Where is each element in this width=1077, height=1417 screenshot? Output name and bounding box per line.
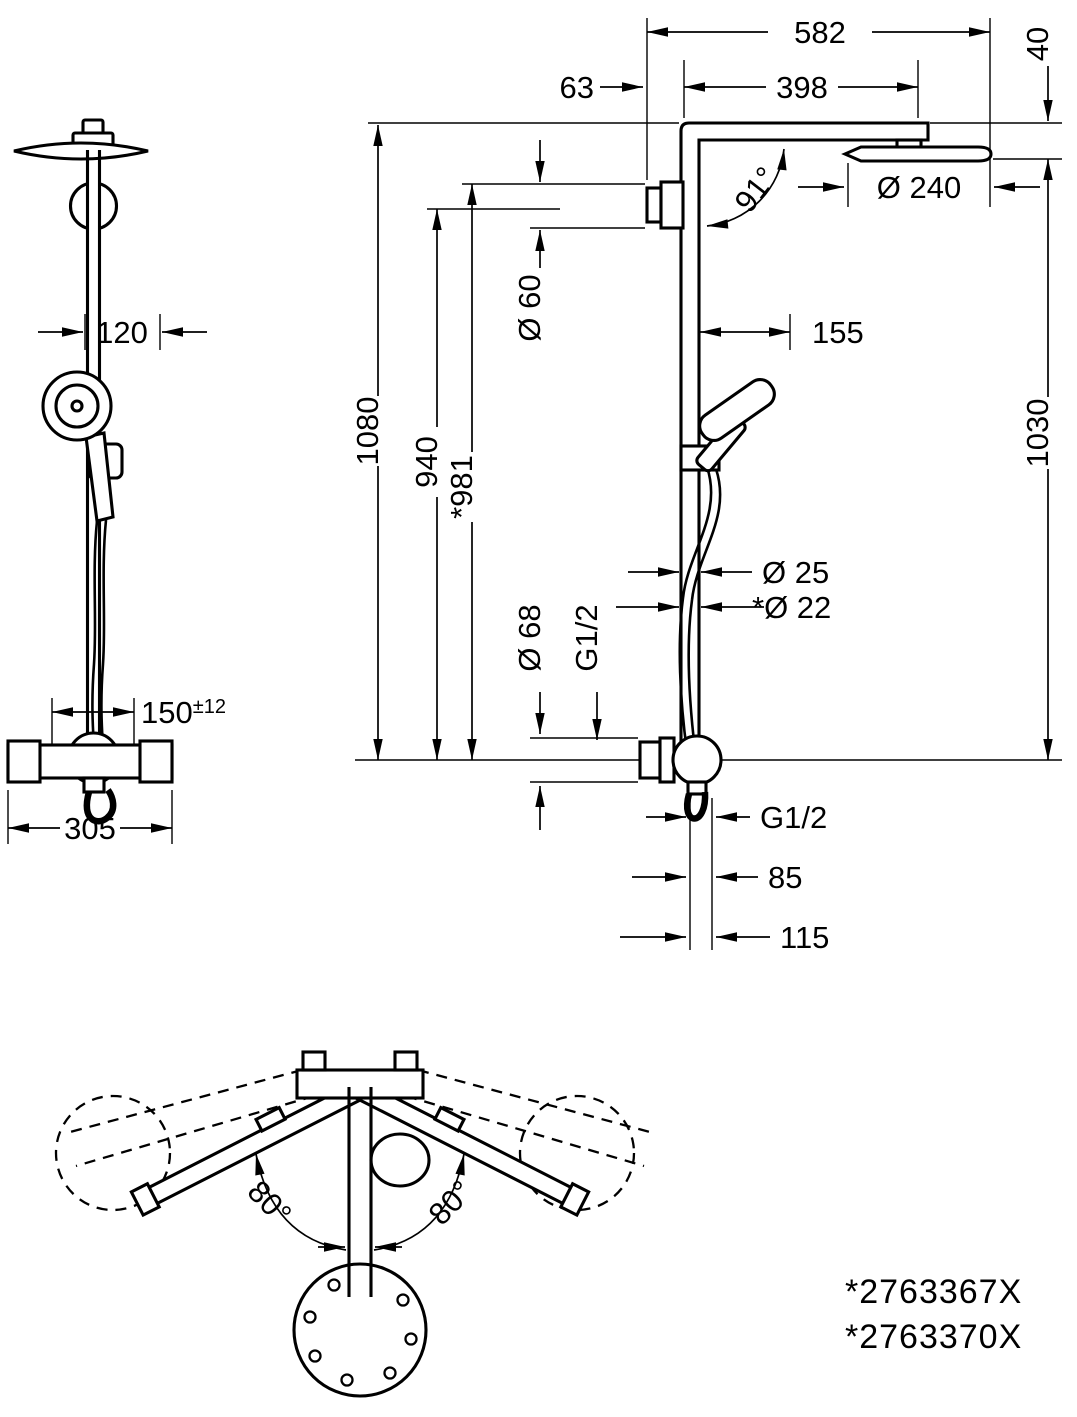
dim-pipe-height-alt-label: *981 [444,455,479,519]
hose-outlet [686,780,708,796]
dim-pipe-diameter-label: Ø 25 [762,555,829,590]
base-plate [292,1262,428,1398]
dim-pipe-height-label: 940 [409,436,444,488]
dim-arm-length-label: 398 [776,70,828,105]
overhead-shower-front [13,141,149,161]
handshower-spray-ring [54,383,100,429]
front-view-fixture [6,118,174,825]
hose-hook [684,791,709,822]
hose-front-1 [91,520,99,748]
swivel-range-dashed [54,1068,651,1212]
dim-arm-angle-label: 91° [728,160,784,218]
side-view-dimensions: 582 63 398 40 Ø 240 91° Ø 60 155 [350,15,1055,955]
hose-front-2 [100,519,108,748]
dim-escutcheon-diameter-label: Ø 60 [512,274,547,341]
wall-bracket [659,180,685,230]
shower-pipe-and-arm [679,121,930,757]
swivel-circle-right [518,1094,636,1212]
thermostat-handle-side [671,734,723,786]
product-code-1: *2763367X [845,1273,1022,1311]
hose-line-1 [678,466,713,753]
knob-right-top [393,1050,419,1072]
dim-outlet-thread-label: G1/2 [760,800,827,835]
dim-body-width-label: 305 [64,811,116,846]
product-codes: *2763367X *2763370X [845,1273,1022,1356]
hose-loop-front [83,788,117,825]
front-view-dimensions: 120 150±12 305 [7,314,226,846]
dim-head-height-label: 1030 [1020,399,1055,468]
dim-supply-thread-label: G1/2 [569,604,604,671]
thermostat-handle-left [6,739,42,784]
knob-left-top [301,1050,327,1072]
hose-line-2 [687,468,722,751]
dim-pipe-diameter-alt-label: *Ø 22 [752,590,831,625]
handshower-head-front [41,370,113,442]
dim-handshower-width-label: 120 [96,315,148,350]
wall-bracket-flange [645,186,663,224]
dim-outlet-offset-label: 85 [768,860,802,895]
thermostat-body-top [295,1068,425,1100]
side-view-fixture [638,121,993,822]
handshower-head-side [698,377,776,443]
dim-hose-offset-label: 115 [780,920,829,955]
dim-total-height-label: 1080 [350,397,385,466]
front-view: 120 150±12 305 [6,118,226,846]
dim-head-diameter-label: Ø 240 [877,170,961,205]
top-view: 80° 80° [54,1050,651,1398]
handle-top-view [369,1132,431,1188]
swivel-circle-left [54,1094,172,1212]
thermostat-handle-right [138,739,174,784]
dim-total-width-label: 582 [794,15,846,50]
top-view-dimensions: 80° 80° [241,1153,479,1252]
product-code-2: *2763370X [845,1318,1022,1356]
dim-wall-offset-label: 63 [560,70,594,105]
outlet-front [82,776,106,794]
supply-fitting [638,740,662,780]
top-view-fixture [129,1050,591,1398]
angle-arc [706,148,787,229]
side-view: 582 63 398 40 Ø 240 91° Ø 60 155 [350,15,1062,955]
dim-thermostat-diameter-label: Ø 68 [512,604,547,671]
dim-holder-reach-label: 155 [812,315,864,350]
dim-head-thickness-label: 40 [1020,27,1055,61]
dim-connection-spacing-label: 150±12 [141,695,226,730]
overhead-shower-side [841,145,993,163]
handshower-center-button [70,399,84,413]
